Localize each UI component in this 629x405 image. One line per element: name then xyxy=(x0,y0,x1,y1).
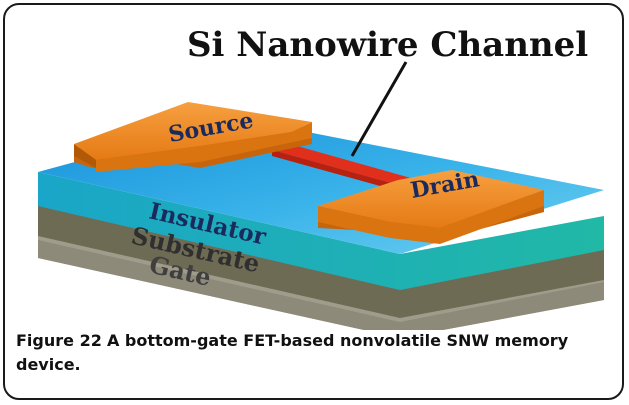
substrate-layer xyxy=(38,200,604,318)
nanowire-channel xyxy=(272,144,418,186)
insulator-layer xyxy=(38,172,604,290)
source-electrode xyxy=(74,102,312,172)
figure-number: Figure 22 xyxy=(16,331,102,350)
drain-electrode xyxy=(318,170,544,244)
caption-text: A bottom-gate FET-based nonvolatile SNW … xyxy=(16,331,569,374)
title-label: Si Nanowire Channel xyxy=(187,25,588,65)
nanowire-pointer xyxy=(350,61,408,157)
device-diagram: Si Nanowire Channel Source Drain Insulat… xyxy=(38,25,604,330)
figure-caption: Figure 22 A bottom-gate FET-based nonvol… xyxy=(16,329,576,377)
gate-layer-front xyxy=(38,240,604,330)
